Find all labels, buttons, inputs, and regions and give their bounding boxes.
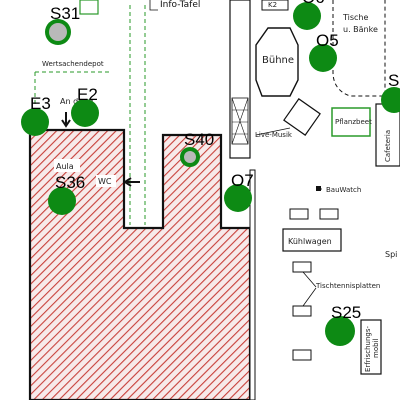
marker-o6[interactable]: O6 xyxy=(293,0,325,30)
k2-label: K2 xyxy=(268,1,277,9)
marker-e2-label: E2 xyxy=(77,85,98,104)
marker-o5-label: O5 xyxy=(316,31,339,50)
stage-label: Bühne xyxy=(262,55,294,66)
marker-e3-label: E3 xyxy=(30,94,51,113)
aula-building[interactable] xyxy=(28,128,252,400)
bauwatch-label: BauWatch xyxy=(326,186,361,194)
live-musik-box xyxy=(283,98,321,136)
k2-box xyxy=(261,0,289,11)
marker-s36[interactable]: S36 xyxy=(48,173,85,215)
tischtennis-leader xyxy=(302,271,317,307)
cafeteria-label: Cafeteria xyxy=(384,130,392,162)
wc-label-bg xyxy=(96,175,116,187)
corridor-right-wall xyxy=(249,169,256,400)
aula-label: Aula xyxy=(56,162,74,171)
marker-s-right[interactable]: S xyxy=(381,71,400,113)
green-path-left xyxy=(34,71,110,105)
wc-label: WC xyxy=(98,177,112,186)
info-tafel-label: Info-Tafel xyxy=(160,0,200,10)
top-box xyxy=(79,0,99,15)
small-table-1 xyxy=(289,208,309,220)
erfrischungsmobil-box xyxy=(360,319,382,375)
anmeldung-label: An dung xyxy=(60,97,93,106)
marker-s40[interactable]: S40 xyxy=(180,130,214,167)
small-table-2 xyxy=(319,208,339,220)
stairs xyxy=(231,97,249,145)
marker-s40-label: S40 xyxy=(184,130,214,149)
erfrischungsmobil-label-2: mobil xyxy=(372,339,380,358)
marker-s31-label: S31 xyxy=(50,4,80,23)
marker-s25-label: S25 xyxy=(331,303,361,322)
tables-label-1: Tische xyxy=(342,13,369,22)
pflanzbeet-label: Pflanzbeet xyxy=(335,118,372,126)
marker-e3[interactable]: E3 xyxy=(21,94,51,136)
aula-label-bg xyxy=(54,159,80,172)
tischtennis-label: Tischtennisplatten xyxy=(315,282,380,290)
marker-s36-label: S36 xyxy=(55,173,85,192)
small-table-5 xyxy=(292,349,312,361)
marker-s-right-label: S xyxy=(388,71,399,90)
pflanzbeet-box xyxy=(331,107,371,137)
kuehlwagen-label: Kühlwagen xyxy=(288,237,332,246)
marker-o7[interactable]: O7 xyxy=(224,171,254,212)
live-musik-leader xyxy=(255,127,291,136)
arrow-left-icon xyxy=(123,177,140,187)
wertsachendepot-label: Wertsachendepot xyxy=(42,60,104,68)
marker-s31[interactable]: S31 xyxy=(45,4,80,45)
tables-label-2: u. Bänke xyxy=(343,25,378,34)
bauwatch-marker xyxy=(316,186,321,191)
stage-shape[interactable] xyxy=(255,27,299,97)
marker-o7-label: O7 xyxy=(231,171,254,190)
tables-area xyxy=(332,0,386,97)
small-table-3 xyxy=(292,261,312,273)
arrow-down-icon xyxy=(61,112,71,128)
marker-e2[interactable]: E2 xyxy=(71,85,99,127)
info-tafel-leader xyxy=(149,0,158,11)
small-table-4 xyxy=(292,305,312,317)
live-musik-label: Live-Musik xyxy=(255,131,293,139)
marker-o5[interactable]: O5 xyxy=(309,31,339,72)
marker-o6-label: O6 xyxy=(302,0,325,7)
green-path-vertical xyxy=(129,5,146,225)
erfrischungsmobil-label-1: Erfrischungs- xyxy=(364,326,372,372)
marker-s25[interactable]: S25 xyxy=(325,303,361,346)
kuehlwagen-box xyxy=(282,228,342,252)
spi-label: Spi xyxy=(385,250,397,259)
